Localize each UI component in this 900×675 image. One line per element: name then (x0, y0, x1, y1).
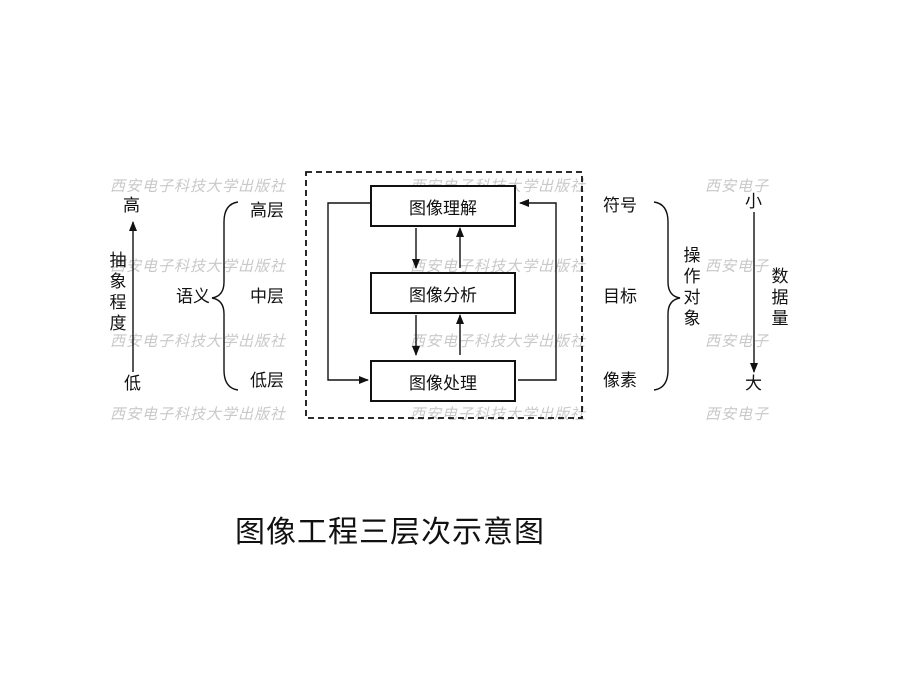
object-pixel: 像素 (603, 371, 637, 391)
box-label: 图像分析 (409, 285, 477, 306)
abstraction-high: 高 (123, 196, 140, 216)
left-loop (327, 202, 370, 384)
right-loop (518, 199, 557, 381)
data-amount-small: 小 (745, 192, 762, 212)
objects-label: 操作对象 (683, 246, 701, 329)
box-image-understanding: 图像理解 (370, 185, 516, 227)
dashed-enclosure (305, 171, 583, 419)
object-symbol: 符号 (603, 196, 637, 216)
semantic-brace (211, 201, 239, 391)
abstraction-label: 抽象程度 (109, 251, 127, 334)
box-label: 图像处理 (409, 373, 477, 394)
semantic-high: 高层 (250, 201, 284, 221)
data-amount-large: 大 (745, 374, 762, 394)
watermark: 西安电子 (705, 405, 770, 423)
watermark: 西安电子科技大学出版社 (110, 332, 287, 350)
object-target: 目标 (603, 287, 637, 307)
watermark: 西安电子 (705, 257, 770, 275)
abstraction-low: 低 (124, 374, 141, 394)
box-label: 图像理解 (409, 198, 477, 219)
watermark: 西安电子科技大学出版社 (110, 177, 287, 195)
objects-brace (653, 201, 681, 391)
data-amount-label: 数据量 (771, 267, 789, 329)
semantic-mid: 中层 (250, 287, 284, 307)
watermark: 西安电子科技大学出版社 (110, 257, 287, 275)
figure-caption: 图像工程三层次示意图 (235, 515, 545, 550)
semantic-low: 低层 (250, 371, 284, 391)
box-image-analysis: 图像分析 (370, 272, 516, 314)
watermark: 西安电子科技大学出版社 (110, 405, 287, 423)
watermark: 西安电子 (705, 332, 770, 350)
box-image-processing: 图像处理 (370, 360, 516, 402)
watermark: 西安电子 (705, 177, 770, 195)
semantic-label: 语义 (176, 287, 210, 307)
watermark: 西安电子科技大学出版社 (410, 332, 587, 350)
watermark: 西安电子科技大学出版社 (410, 257, 587, 275)
